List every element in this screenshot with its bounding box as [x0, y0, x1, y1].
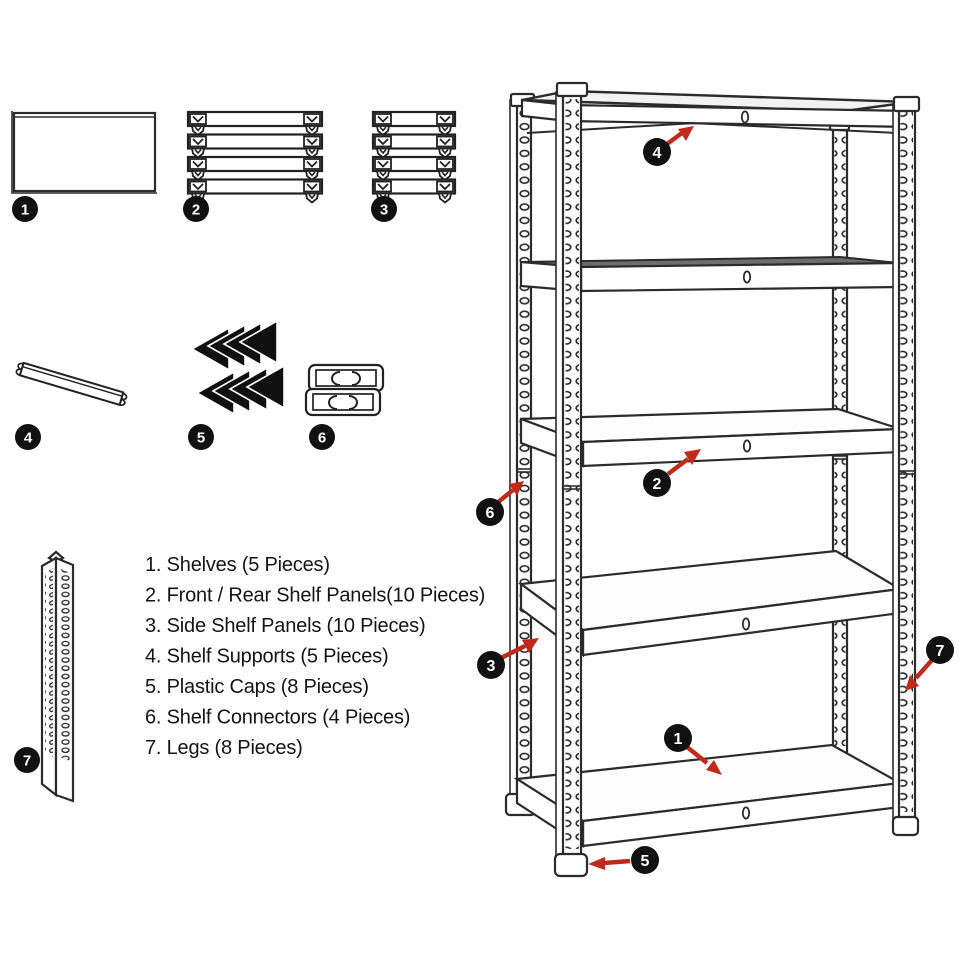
callout-arrow-5 [588, 857, 605, 870]
callout-number-5: 5 [641, 853, 650, 870]
part-4-shelf-support: 4 [15, 361, 128, 450]
part-1-badge [12, 196, 38, 222]
callout-shelf-support: 4 [643, 126, 694, 166]
parts-list-item-4: 4. Shelf Supports (5 Pieces) [145, 646, 388, 668]
callout-badge-5 [631, 846, 659, 874]
part-6-shelf-connectors: 6 [304, 363, 385, 450]
part-5-badge-number: 5 [197, 429, 205, 446]
parts-list-item-6: 6. Shelf Connectors (4 Pieces) [145, 707, 410, 729]
part-7-badge [14, 747, 40, 773]
callout-badge-1 [664, 724, 692, 752]
callout-number-3: 3 [487, 658, 496, 675]
parts-gallery: 1 2 3 [11, 111, 455, 803]
part-7-badge-number: 7 [23, 752, 31, 769]
shelf-4-slot [741, 617, 751, 631]
callout-arrow-1 [706, 760, 722, 775]
callout-badge-7 [926, 636, 954, 664]
callout-shelf: 1 [664, 724, 722, 775]
parts-list-item-5: 5. Plastic Caps (8 Pieces) [145, 676, 369, 698]
parts-list-item-7: 7. Legs (8 Pieces) [145, 737, 303, 759]
callout-arrow-4 [678, 126, 694, 141]
callout-badge-2 [643, 469, 671, 497]
callout-number-1: 1 [674, 731, 683, 748]
shelf-5-slot [741, 806, 751, 820]
callout-badge-6 [476, 498, 504, 526]
part-3-badge [371, 196, 397, 222]
callout-badge-3 [477, 651, 505, 679]
rack-leg-front-right [891, 95, 921, 837]
parts-list-item-2: 2. Front / Rear Shelf Panels(10 Pieces) [145, 585, 485, 607]
callout-leg: 7 [905, 636, 954, 691]
part-4-badge-number: 4 [24, 429, 33, 446]
callout-plastic-cap: 5 [588, 846, 659, 874]
callout-side-panel: 3 [477, 638, 539, 679]
part-5-badge [188, 424, 214, 450]
part-6-badge-number: 6 [318, 429, 326, 446]
part-1-badge-number: 1 [21, 201, 29, 218]
rack-leg-front-left [553, 81, 589, 878]
part-3-badge-number: 3 [380, 201, 388, 218]
part-3-side-shelf-panels: 3 [371, 112, 455, 222]
callout-badge-4 [643, 138, 671, 166]
shelf-1-slot [740, 110, 750, 124]
parts-list-item-1: 1. Shelves (5 Pieces) [145, 554, 330, 576]
rack-callouts: 4 2 6 3 [476, 126, 954, 874]
part-2-badge [183, 196, 209, 222]
callout-arrow-6 [509, 481, 524, 496]
callout-arrow-3 [522, 638, 539, 653]
callout-number-4: 4 [653, 145, 662, 162]
parts-list-item-3: 3. Side Shelf Panels (10 Pieces) [145, 615, 425, 637]
front-left-foot-cap [553, 852, 589, 878]
callout-arrow-7 [905, 675, 919, 691]
callout-front-rear-panel: 2 [643, 449, 701, 497]
rack-leg-back-left [504, 92, 537, 817]
rack-shelf-1 [520, 89, 913, 129]
part-5-plastic-caps: 5 [188, 320, 285, 450]
part-2-front-rear-shelf-panels: 2 [183, 112, 322, 222]
assembled-rack-illustration: 4 2 6 3 [476, 81, 954, 878]
part-1-shelf-board: 1 [11, 111, 157, 222]
parts-list: 1. Shelves (5 Pieces) 2. Front / Rear Sh… [145, 554, 485, 759]
shelf-3-slot [742, 439, 752, 453]
shelf-2-slot [742, 270, 752, 284]
callout-number-2: 2 [653, 476, 662, 493]
part-2-badge-number: 2 [192, 201, 200, 218]
front-right-foot-cap [891, 815, 920, 837]
part-6-badge [309, 424, 335, 450]
callout-shelf-connector: 6 [476, 481, 524, 526]
callout-number-7: 7 [936, 643, 945, 660]
part-7-leg: 7 [14, 550, 75, 803]
callout-arrow-2 [684, 449, 701, 465]
part-4-badge [15, 424, 41, 450]
callout-number-6: 6 [486, 505, 495, 522]
